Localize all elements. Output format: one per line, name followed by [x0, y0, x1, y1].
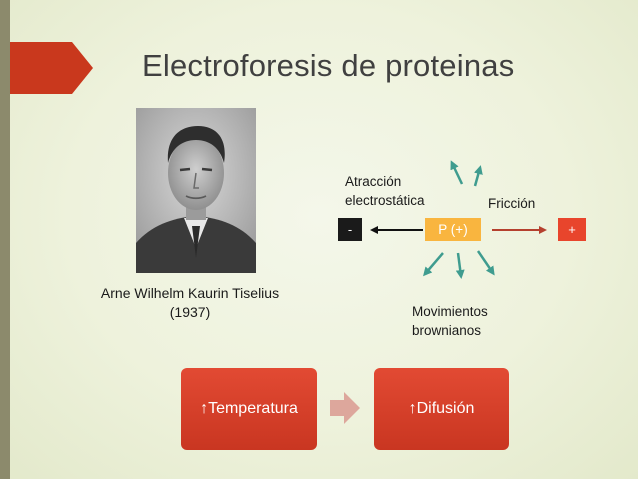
brownian-label: Movimientos brownianos — [412, 304, 488, 338]
flow-step-diffusion: ↑Difusión — [374, 368, 509, 450]
brownian-arrow-up-left — [450, 160, 464, 185]
caption-year: (1937) — [169, 304, 211, 320]
friction-label: Fricción — [488, 196, 536, 211]
portrait-caption: Arne Wilhelm Kaurin Tiselius (1937) — [90, 284, 290, 322]
chevron-right-icon — [330, 392, 360, 424]
caption-name: Arne Wilhelm Kaurin Tiselius — [100, 285, 280, 301]
positive-pole: + — [558, 218, 586, 241]
brownian-arrow-down-right — [476, 250, 495, 276]
negative-pole: - — [338, 218, 362, 241]
flow-step-temperature: ↑Temperatura — [181, 368, 317, 450]
attraction-label: Atracción electrostática — [345, 174, 425, 208]
brownian-arrow-down — [455, 252, 465, 279]
title-accent-arrow — [10, 42, 93, 94]
protein-box: P (+) — [425, 218, 481, 241]
portrait-image — [136, 108, 256, 273]
page-title: Electroforesis de proteinas — [142, 48, 515, 83]
brownian-arrow-down-left — [423, 252, 444, 277]
brownian-arrow-up-right — [473, 165, 483, 187]
side-strip — [0, 0, 10, 479]
